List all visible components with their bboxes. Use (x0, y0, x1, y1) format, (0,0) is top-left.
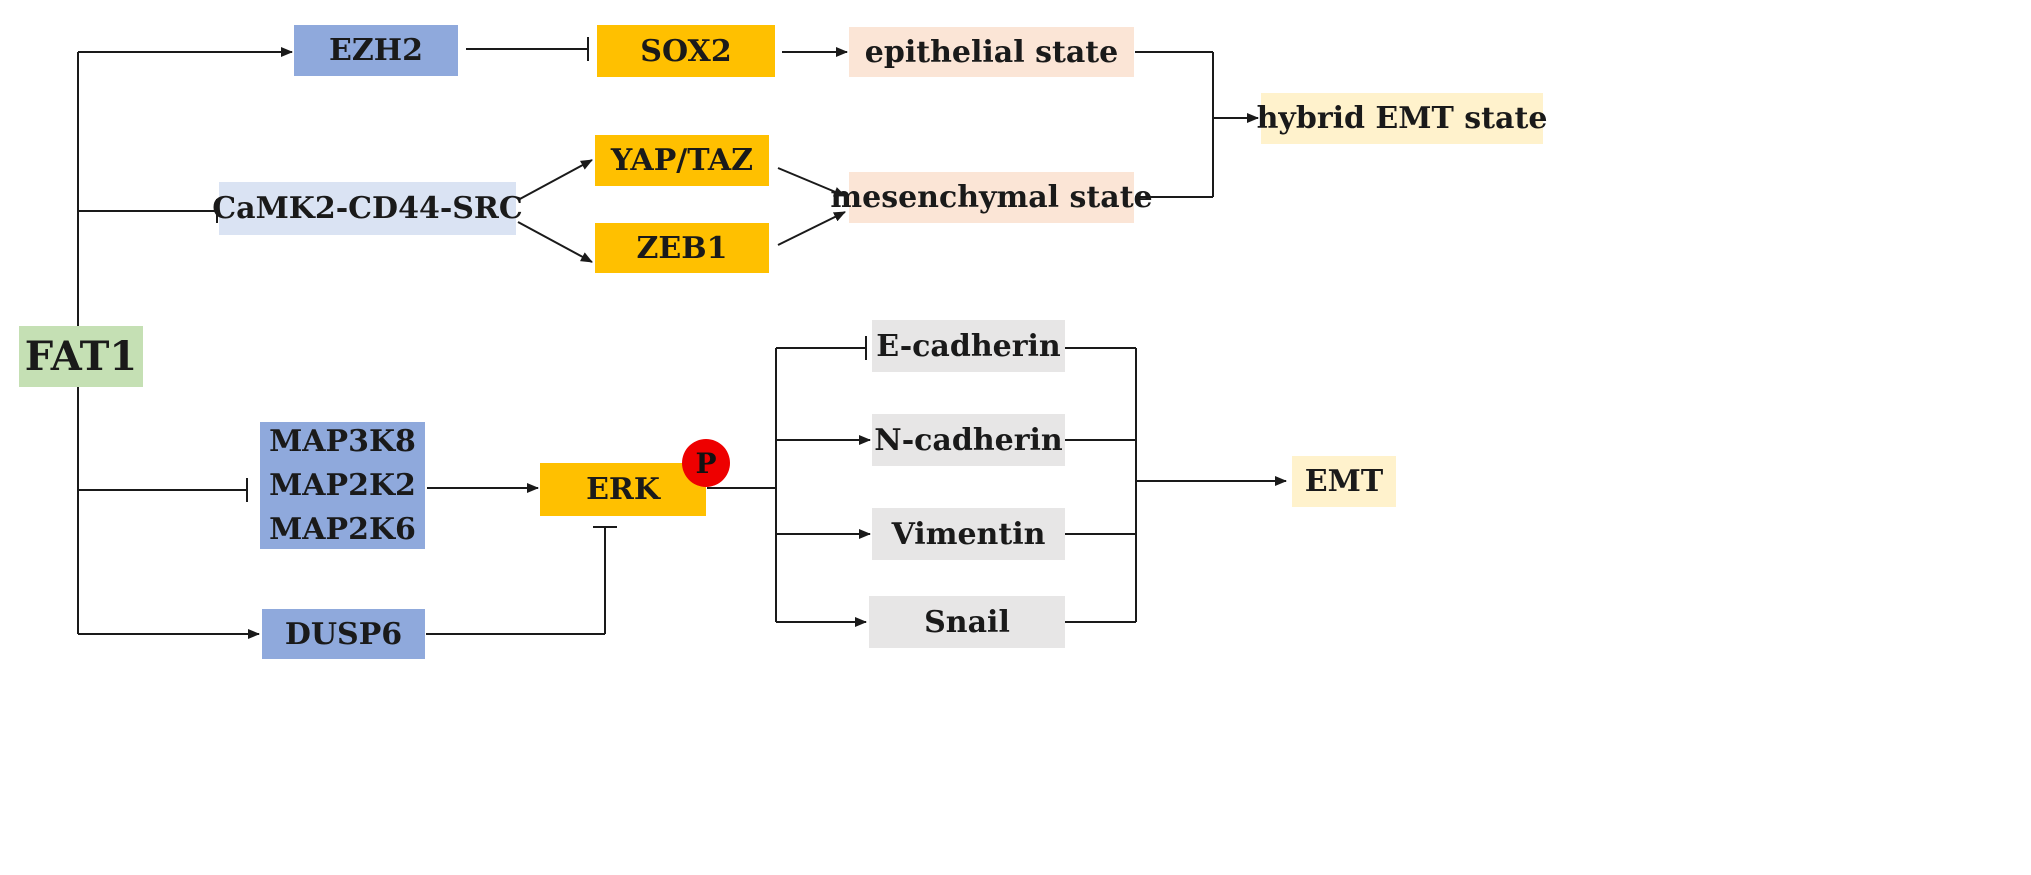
node-epithelial-state: epithelial state (849, 27, 1134, 77)
node-hybrid-emt-state: hybrid EMT state (1257, 93, 1547, 144)
label-map2k6: MAP2K6 (269, 511, 416, 547)
node-emt: EMT (1292, 456, 1396, 507)
arrow-camk2-to-yaptaz (517, 159, 593, 201)
node-mapk-kinases: MAP3K8 MAP2K2 MAP2K6 (260, 422, 425, 549)
node-zeb1: ZEB1 (595, 223, 769, 273)
arrow-yaptaz-to-mesenchymal (777, 167, 846, 197)
node-fat1: FAT1 (19, 326, 143, 387)
label-map2k2: MAP2K2 (269, 467, 416, 503)
node-e-cadherin: E-cadherin (872, 320, 1065, 372)
arrow-zeb1-to-mesenchymal (777, 211, 846, 246)
node-mesenchymal-state: mesenchymal state (830, 172, 1153, 223)
node-vimentin: Vimentin (872, 508, 1065, 560)
node-sox2: SOX2 (597, 25, 775, 77)
node-n-cadherin: N-cadherin (872, 414, 1065, 466)
node-erk: ERK (540, 463, 706, 516)
phosphorylation-badge: P (682, 439, 730, 487)
node-ezh2: EZH2 (294, 25, 458, 76)
label-map3k8: MAP3K8 (269, 423, 416, 459)
node-snail: Snail (869, 596, 1065, 648)
arrow-camk2-to-zeb1 (517, 221, 593, 263)
node-dusp6: DUSP6 (262, 609, 425, 659)
node-yap-taz: YAP/TAZ (595, 135, 769, 186)
node-camk2-cd44-src: CaMK2-CD44-SRC (212, 182, 523, 235)
